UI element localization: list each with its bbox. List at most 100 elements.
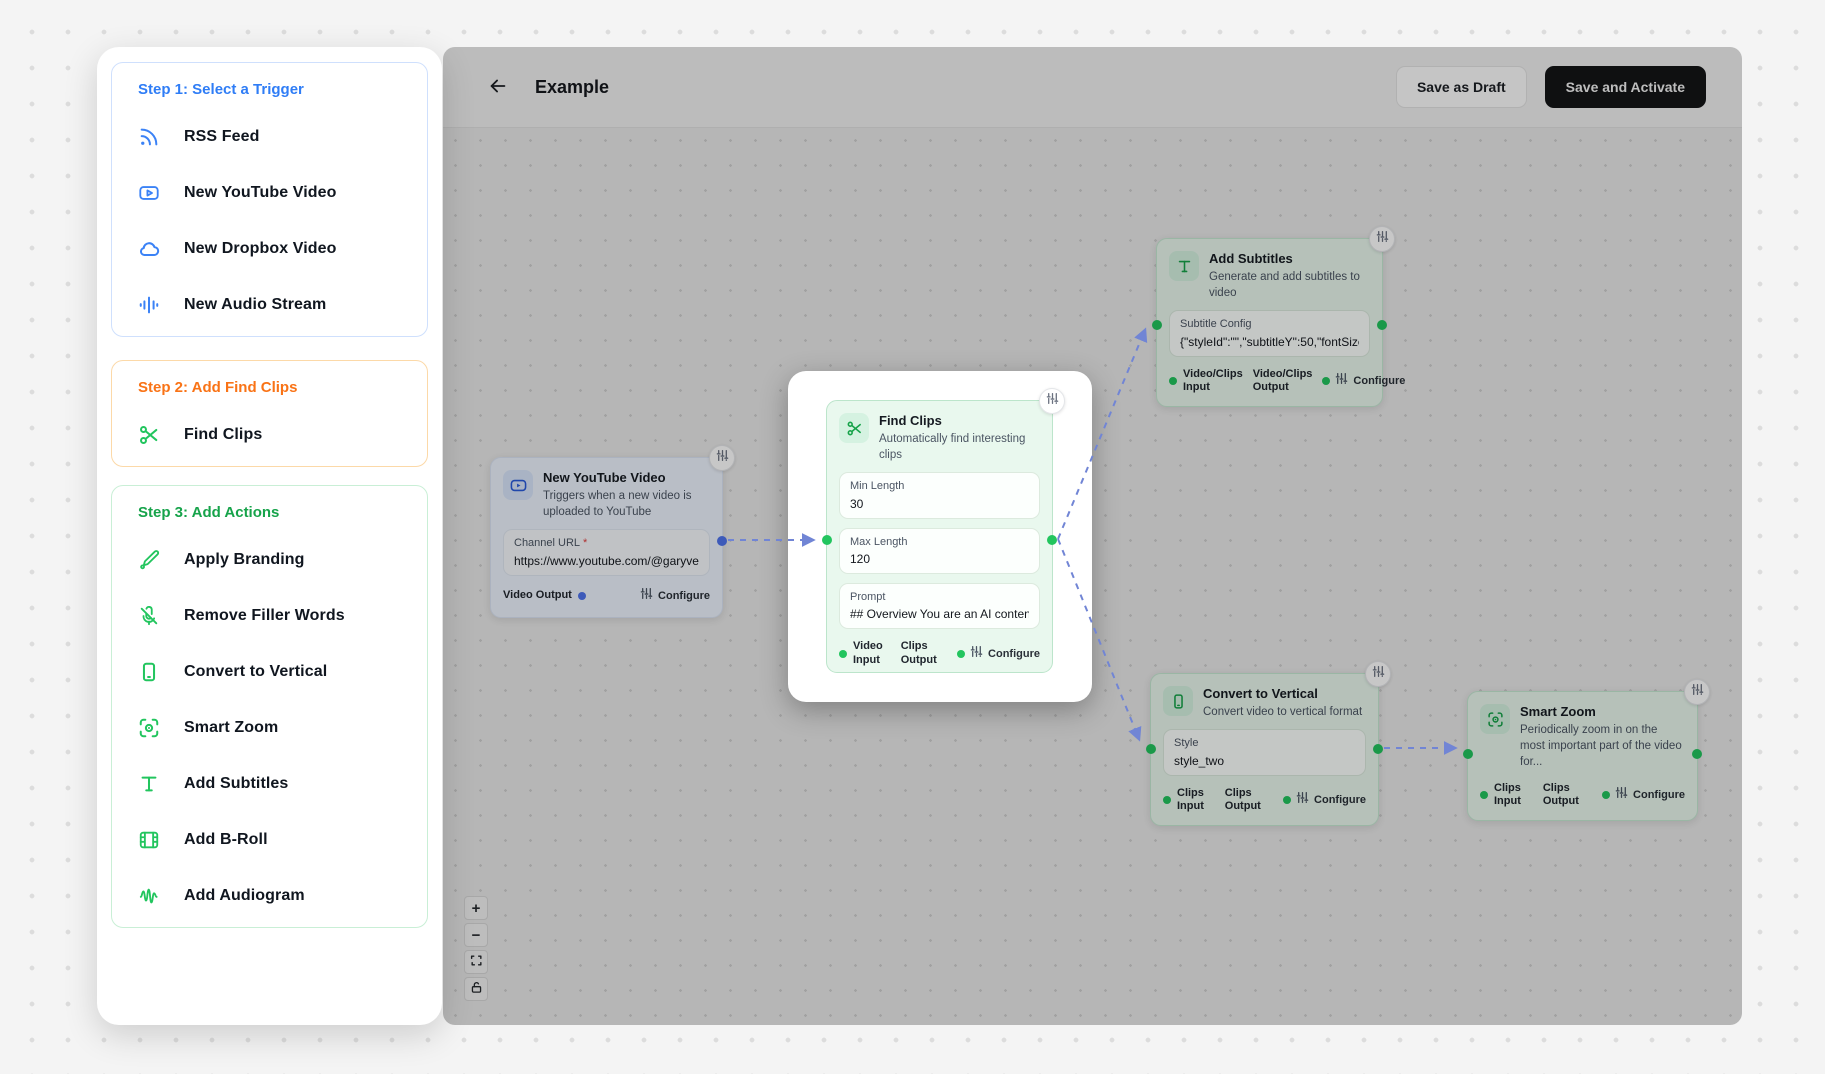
node-subtitle: Periodically zoom in on the most importa… bbox=[1520, 724, 1682, 769]
configure-button[interactable]: Configure bbox=[957, 645, 1040, 663]
output-port: Clips Output bbox=[1542, 781, 1579, 807]
field-value: ## Overview You are an AI content edi bbox=[850, 607, 1029, 622]
configure-button[interactable]: Configure bbox=[640, 587, 710, 605]
unlock-icon bbox=[470, 981, 483, 998]
port-dot-green bbox=[1169, 376, 1177, 385]
sidebar-item-add-subtitles[interactable]: Add Subtitles bbox=[138, 773, 413, 795]
sidebar-item-convert-to-vertical[interactable]: Convert to Vertical bbox=[138, 661, 413, 683]
node-title: Add Subtitles bbox=[1209, 251, 1293, 266]
input-port: Clips Input bbox=[1480, 782, 1533, 808]
sliders-icon bbox=[1615, 786, 1628, 804]
lock-button[interactable] bbox=[464, 977, 488, 1001]
back-arrow-icon bbox=[487, 75, 509, 100]
zoom-out-button[interactable]: − bbox=[464, 923, 488, 947]
node-subtitle: Convert video to vertical format bbox=[1203, 706, 1363, 719]
sliders-icon bbox=[1691, 683, 1704, 701]
fit-view-button[interactable] bbox=[464, 950, 488, 974]
field-value: style_two bbox=[1174, 753, 1225, 768]
input-connector-dot[interactable] bbox=[1152, 320, 1162, 330]
sliders-icon bbox=[1046, 392, 1059, 410]
sidebar-item-add-b-roll[interactable]: Add B-Roll bbox=[138, 829, 413, 851]
node-footer: Video Output Configure bbox=[503, 587, 710, 605]
find-clips-highlight-ring: Find Clips Automatically find interestin… bbox=[788, 371, 1092, 702]
node-footer: Video Input Clips Output Configure bbox=[839, 640, 1040, 666]
sidebar-item-add-audiogram[interactable]: Add Audiogram bbox=[138, 885, 413, 907]
zoom-in-button[interactable]: + bbox=[464, 896, 488, 920]
sidebar-item-find-clips[interactable]: Find Clips bbox=[138, 424, 413, 446]
field-label: Subtitle Config bbox=[1180, 318, 1252, 331]
sidebar-item-remove-filler-words[interactable]: Remove Filler Words bbox=[138, 605, 413, 627]
node-title: New YouTube Video bbox=[543, 470, 666, 485]
sliders-icon bbox=[1335, 372, 1348, 390]
node-header: New YouTube Video Triggers when a new vi… bbox=[503, 470, 710, 520]
input-connector-dot[interactable] bbox=[1463, 749, 1473, 759]
sliders-icon bbox=[1296, 791, 1309, 809]
node-drag-handle[interactable] bbox=[1039, 388, 1065, 414]
step2-items: Find Clips bbox=[138, 424, 413, 446]
node-drag-handle[interactable] bbox=[1365, 661, 1391, 687]
channel-url-field[interactable]: Channel URL* https://www.youtube.com/@ga… bbox=[503, 529, 710, 576]
node-footer: Clips Input Clips Output Configure bbox=[1480, 782, 1685, 808]
sidebar-item-smart-zoom[interactable]: Smart Zoom bbox=[138, 717, 413, 739]
output-connector-dot[interactable] bbox=[1373, 744, 1383, 754]
sidebar-item-new-youtube-video[interactable]: New YouTube Video bbox=[138, 182, 413, 204]
field-label: Style bbox=[1174, 737, 1199, 750]
input-connector-dot[interactable] bbox=[1146, 744, 1156, 754]
step2-title: Step 2: Add Find Clips bbox=[138, 379, 298, 396]
style-field[interactable]: Style style_two bbox=[1163, 729, 1366, 776]
output-connector-dot[interactable] bbox=[1377, 320, 1387, 330]
node-header: Add Subtitles Generate and add subtitles… bbox=[1169, 251, 1370, 301]
port-dot-green bbox=[1602, 790, 1611, 799]
output-connector-dot[interactable] bbox=[1692, 749, 1702, 759]
save-as-draft-button[interactable]: Save as Draft bbox=[1395, 66, 1527, 108]
max-length-field[interactable]: Max Length 120 bbox=[839, 527, 1040, 575]
node-drag-handle[interactable] bbox=[1369, 226, 1395, 252]
canvas-zoom-controls: + − bbox=[464, 896, 488, 1001]
sidebar-item-new-audio-stream[interactable]: New Audio Stream bbox=[138, 294, 413, 316]
node-smart-zoom[interactable]: Smart Zoom Periodically zoom in on the m… bbox=[1463, 679, 1710, 821]
node-drag-handle[interactable] bbox=[1684, 679, 1710, 705]
field-value: {"styleId":"","subtitleY":50,"fontSize":… bbox=[1180, 334, 1359, 349]
node-header: Find Clips Automatically find interestin… bbox=[839, 413, 1040, 463]
subtitle-config-field[interactable]: Subtitle Config {"styleId":"","subtitleY… bbox=[1169, 310, 1370, 357]
prompt-field[interactable]: Prompt ## Overview You are an AI content… bbox=[839, 583, 1040, 630]
configure-button[interactable]: Configure bbox=[1283, 791, 1366, 809]
waveform-icon bbox=[138, 885, 160, 907]
save-and-activate-button[interactable]: Save and Activate bbox=[1544, 66, 1706, 108]
sidebar-item-new-dropbox-video[interactable]: New Dropbox Video bbox=[138, 238, 413, 260]
node-find-clips[interactable]: Find Clips Automatically find interestin… bbox=[822, 388, 1065, 673]
step1-trigger-box: Step 1: Select a Trigger RSS Feed New Yo… bbox=[111, 62, 428, 337]
node-add-subtitles[interactable]: Add Subtitles Generate and add subtitles… bbox=[1152, 226, 1405, 408]
node-header-text: Add Subtitles Generate and add subtitles… bbox=[1209, 251, 1370, 301]
min-length-field[interactable]: Min Length 30 bbox=[839, 472, 1040, 519]
port-dot-green bbox=[1322, 376, 1331, 385]
sidebar-item-apply-branding[interactable]: Apply Branding bbox=[138, 549, 413, 571]
node-footer: Video/Clips Input Video/Clips Output Con… bbox=[1169, 367, 1405, 394]
node-title: Find Clips bbox=[879, 413, 942, 428]
back-button[interactable] bbox=[483, 72, 513, 102]
eye-scan-icon bbox=[138, 717, 160, 739]
topbar-actions: Save as Draft Save and Activate bbox=[1395, 66, 1706, 108]
youtube-icon bbox=[138, 182, 160, 204]
configure-button[interactable]: Configure bbox=[1322, 372, 1405, 390]
node-convert-to-vertical[interactable]: Convert to Vertical Convert video to ver… bbox=[1146, 661, 1391, 827]
step2-find-clips-box: Step 2: Add Find Clips Find Clips bbox=[111, 360, 428, 467]
node-new-youtube-video[interactable]: New YouTube Video Triggers when a new vi… bbox=[490, 445, 735, 618]
sliders-icon bbox=[640, 587, 653, 605]
node-header-text: Convert to Vertical Convert video to ver… bbox=[1203, 686, 1362, 720]
paintbrush-icon bbox=[138, 549, 160, 571]
type-icon bbox=[1169, 251, 1199, 281]
steps-sidebar: Step 1: Select a Trigger RSS Feed New Yo… bbox=[97, 47, 442, 1025]
input-port: Clips Input bbox=[1163, 787, 1215, 813]
output-connector-dot[interactable] bbox=[717, 536, 727, 546]
node-drag-handle[interactable] bbox=[709, 445, 735, 471]
input-connector-dot[interactable] bbox=[822, 535, 832, 545]
sidebar-item-rss-feed[interactable]: RSS Feed bbox=[138, 126, 413, 148]
video-output-port: Video Output bbox=[503, 589, 586, 602]
port-dot-green bbox=[839, 649, 847, 658]
configure-button[interactable]: Configure bbox=[1602, 786, 1685, 804]
output-connector-dot[interactable] bbox=[1047, 535, 1057, 545]
output-port: Video/Clips Output bbox=[1252, 367, 1313, 393]
smartphone-icon bbox=[1163, 686, 1193, 716]
